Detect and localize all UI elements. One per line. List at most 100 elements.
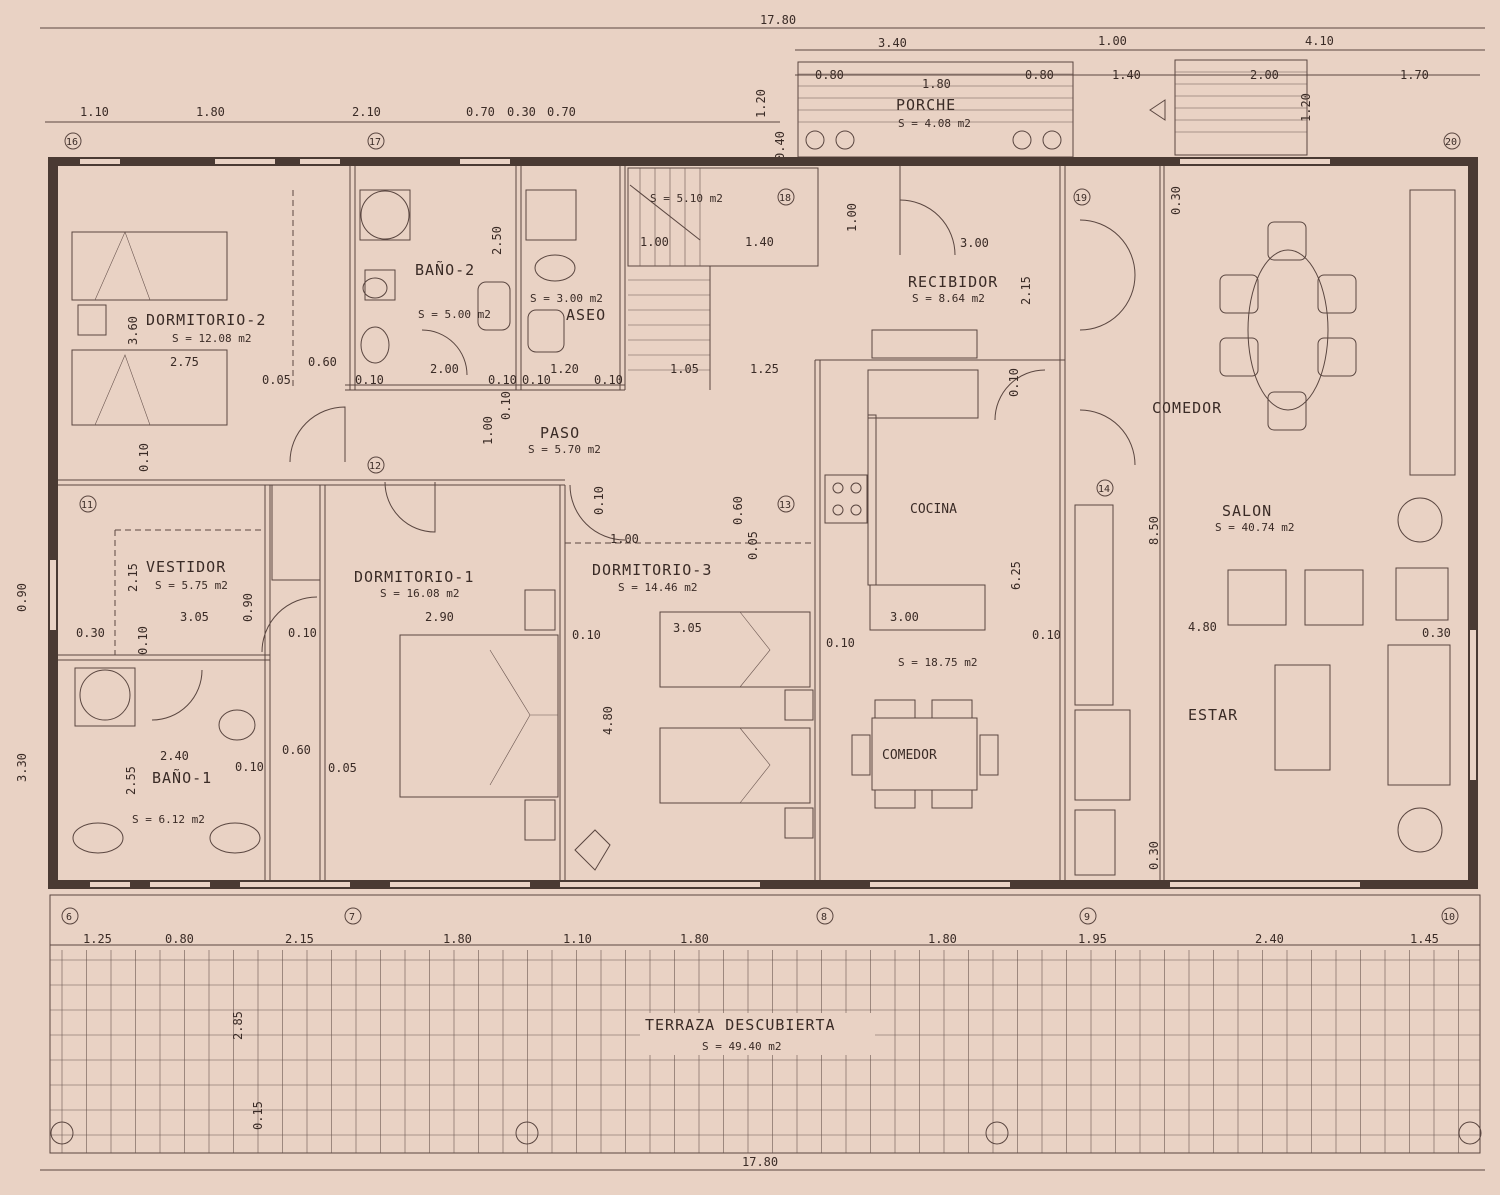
interior-walls	[58, 166, 1165, 880]
dim-salon-w: 4.80	[1188, 620, 1217, 634]
dim-dorm1-x: 0.10	[288, 626, 317, 640]
grid-marker-13: 13	[779, 500, 791, 511]
room-area-paso: S = 5.70 m2	[528, 443, 601, 456]
dim-right-a: 1.40	[1112, 68, 1141, 82]
dim-cocina-x: 0.10	[826, 636, 855, 650]
room-label-porche: PORCHE	[896, 96, 956, 114]
dim-vestidor-h: 2.15	[126, 563, 140, 592]
grid-marker-10: 10	[1443, 912, 1455, 923]
dim-bano1-w: 2.40	[160, 749, 189, 763]
room-area-vestidor: S = 5.75 m2	[155, 579, 228, 592]
dim-stair-a: 1.00	[640, 235, 669, 249]
dim-bano1-v: 0.10	[136, 626, 150, 655]
dim-left-b: 1.80	[196, 105, 225, 119]
dim-cocina-w: 3.00	[890, 610, 919, 624]
room-label-dormitorio-3: DORMITORIO-3	[592, 561, 712, 579]
dim-terrace-h: 2.85	[231, 1011, 245, 1040]
dim-recibidor-h: 2.15	[1019, 276, 1033, 305]
dim-bottom-j: 1.45	[1410, 932, 1439, 946]
room-label-cocina: COCINA	[910, 502, 957, 517]
room-label-terraza: TERRAZA DESCUBIERTA	[645, 1016, 836, 1034]
dim-vestidor-w: 3.05	[180, 610, 209, 624]
room-area-aseo: S = 3.00 m2	[530, 292, 603, 305]
dim-dorm3-ww: 3.05	[673, 621, 702, 635]
doors	[151, 199, 1136, 721]
room-label-comedor-cocina: COMEDOR	[882, 748, 937, 763]
dim-bottom-i: 2.40	[1255, 932, 1284, 946]
dim-bottom-d: 1.80	[443, 932, 472, 946]
dim-paso-v: 0.10	[499, 391, 513, 420]
room-label-estar: ESTAR	[1188, 706, 1238, 724]
grid-marker-11: 11	[81, 500, 93, 511]
dim-left-090: 0.90	[15, 583, 29, 612]
room-label-recibidor: RECIBIDOR	[908, 273, 998, 291]
grid-markers: 16 17 18 19 20 11 12 13 14 6 7 8 9 10	[61, 132, 1461, 925]
room-label-comedor: COMEDOR	[1152, 399, 1222, 417]
dim-vestidor-x: 0.30	[76, 626, 105, 640]
room-area-escalera: S = 5.10 m2	[650, 192, 723, 205]
dim-v040: 0.40	[773, 131, 787, 160]
dim-aseo-w: 1.20	[550, 362, 579, 376]
dim-dorm1-w: 2.90	[425, 610, 454, 624]
dim-dorm2-u: 0.10	[355, 373, 384, 387]
grid-marker-19: 19	[1075, 193, 1087, 204]
dim-vestidor-v: 0.90	[241, 593, 255, 622]
room-area-dormitorio-1: S = 16.08 m2	[380, 587, 459, 600]
room-label-aseo: ASEO	[566, 306, 606, 324]
dim-total-bottom: 17.80	[742, 1155, 778, 1169]
outer-walls	[48, 157, 1478, 889]
grid-marker-7: 7	[349, 912, 355, 923]
dim-dorm2-s: 0.05	[262, 373, 291, 387]
room-area-cocina: S = 18.75 m2	[898, 656, 977, 669]
dim-cocina-y: 0.10	[1032, 628, 1061, 642]
dim-bano1-h: 2.55	[124, 766, 138, 795]
grid-marker-9: 9	[1084, 912, 1090, 923]
top-dimensions: 17.80 3.40 1.00 4.10 0.80 1.80 0.80 1.40…	[40, 13, 1485, 160]
room-labels: DORMITORIO-2 S = 12.08 m2 BAÑO-2 S = 5.0…	[132, 192, 1294, 826]
grid-marker-6: 6	[66, 912, 72, 923]
dim-dorm3-v: 0.10	[592, 486, 606, 515]
dim-terrace-v: 0.15	[251, 1101, 265, 1130]
dim-top-a: 3.40	[878, 36, 907, 50]
grid-marker-8: 8	[821, 912, 827, 923]
interior-dimensions: 1.00 1.40 1.00 1.05 1.25 3.00 2.15 0.30 …	[15, 186, 1451, 870]
room-area-terraza: S = 49.40 m2	[702, 1040, 781, 1053]
room-area-recibidor: S = 8.64 m2	[912, 292, 985, 305]
dim-left-d: 0.70	[466, 105, 495, 119]
dim-dorm3-y: 0.05	[746, 531, 760, 560]
dim-bottom-e: 1.10	[563, 932, 592, 946]
dim-salon-y: 0.30	[1147, 841, 1161, 870]
grid-marker-20: 20	[1445, 137, 1457, 148]
terrace: TERRAZA DESCUBIERTA S = 49.40 m2 1.25 0.…	[40, 894, 1485, 1171]
dim-dorm2-v: 0.10	[137, 443, 151, 472]
dim-v120-a: 1.20	[754, 89, 768, 118]
grid-marker-14: 14	[1098, 484, 1110, 495]
dim-aseo-y: 0.10	[594, 373, 623, 387]
dim-left-330: 3.30	[15, 753, 29, 782]
dim-bottom-f: 1.80	[680, 932, 709, 946]
room-area-salon: S = 40.74 m2	[1215, 521, 1294, 534]
room-label-salon: SALON	[1222, 502, 1272, 520]
room-area-dormitorio-2: S = 12.08 m2	[172, 332, 251, 345]
dim-stair-e: 1.25	[750, 362, 779, 376]
dim-dorm3-x: 1.00	[610, 532, 639, 546]
room-label-paso: PASO	[540, 424, 580, 442]
room-area-porche: S = 4.08 m2	[898, 117, 971, 130]
dim-porch-right: 0.80	[1025, 68, 1054, 82]
dim-top-c: 4.10	[1305, 34, 1334, 48]
dim-stair-b: 1.40	[745, 235, 774, 249]
dim-stair-c: 1.00	[845, 203, 859, 232]
furniture	[71, 189, 1456, 876]
dim-dorm2-t: 0.60	[308, 355, 337, 369]
dim-bano2-x: 0.10	[488, 373, 517, 387]
dim-dorm2-w: 2.75	[170, 355, 199, 369]
dim-cocina-h: 6.25	[1009, 561, 1023, 590]
dim-bano1-z: 0.05	[328, 761, 357, 775]
dim-bottom-g: 1.80	[928, 932, 957, 946]
dim-recibidor-w: 3.00	[960, 236, 989, 250]
dim-left-a: 1.10	[80, 105, 109, 119]
room-label-dormitorio-2: DORMITORIO-2	[146, 311, 266, 329]
dim-bano2-w: 2.00	[430, 362, 459, 376]
room-label-bano-2: BAÑO-2	[415, 260, 475, 279]
dim-left-e: 0.30	[507, 105, 536, 119]
